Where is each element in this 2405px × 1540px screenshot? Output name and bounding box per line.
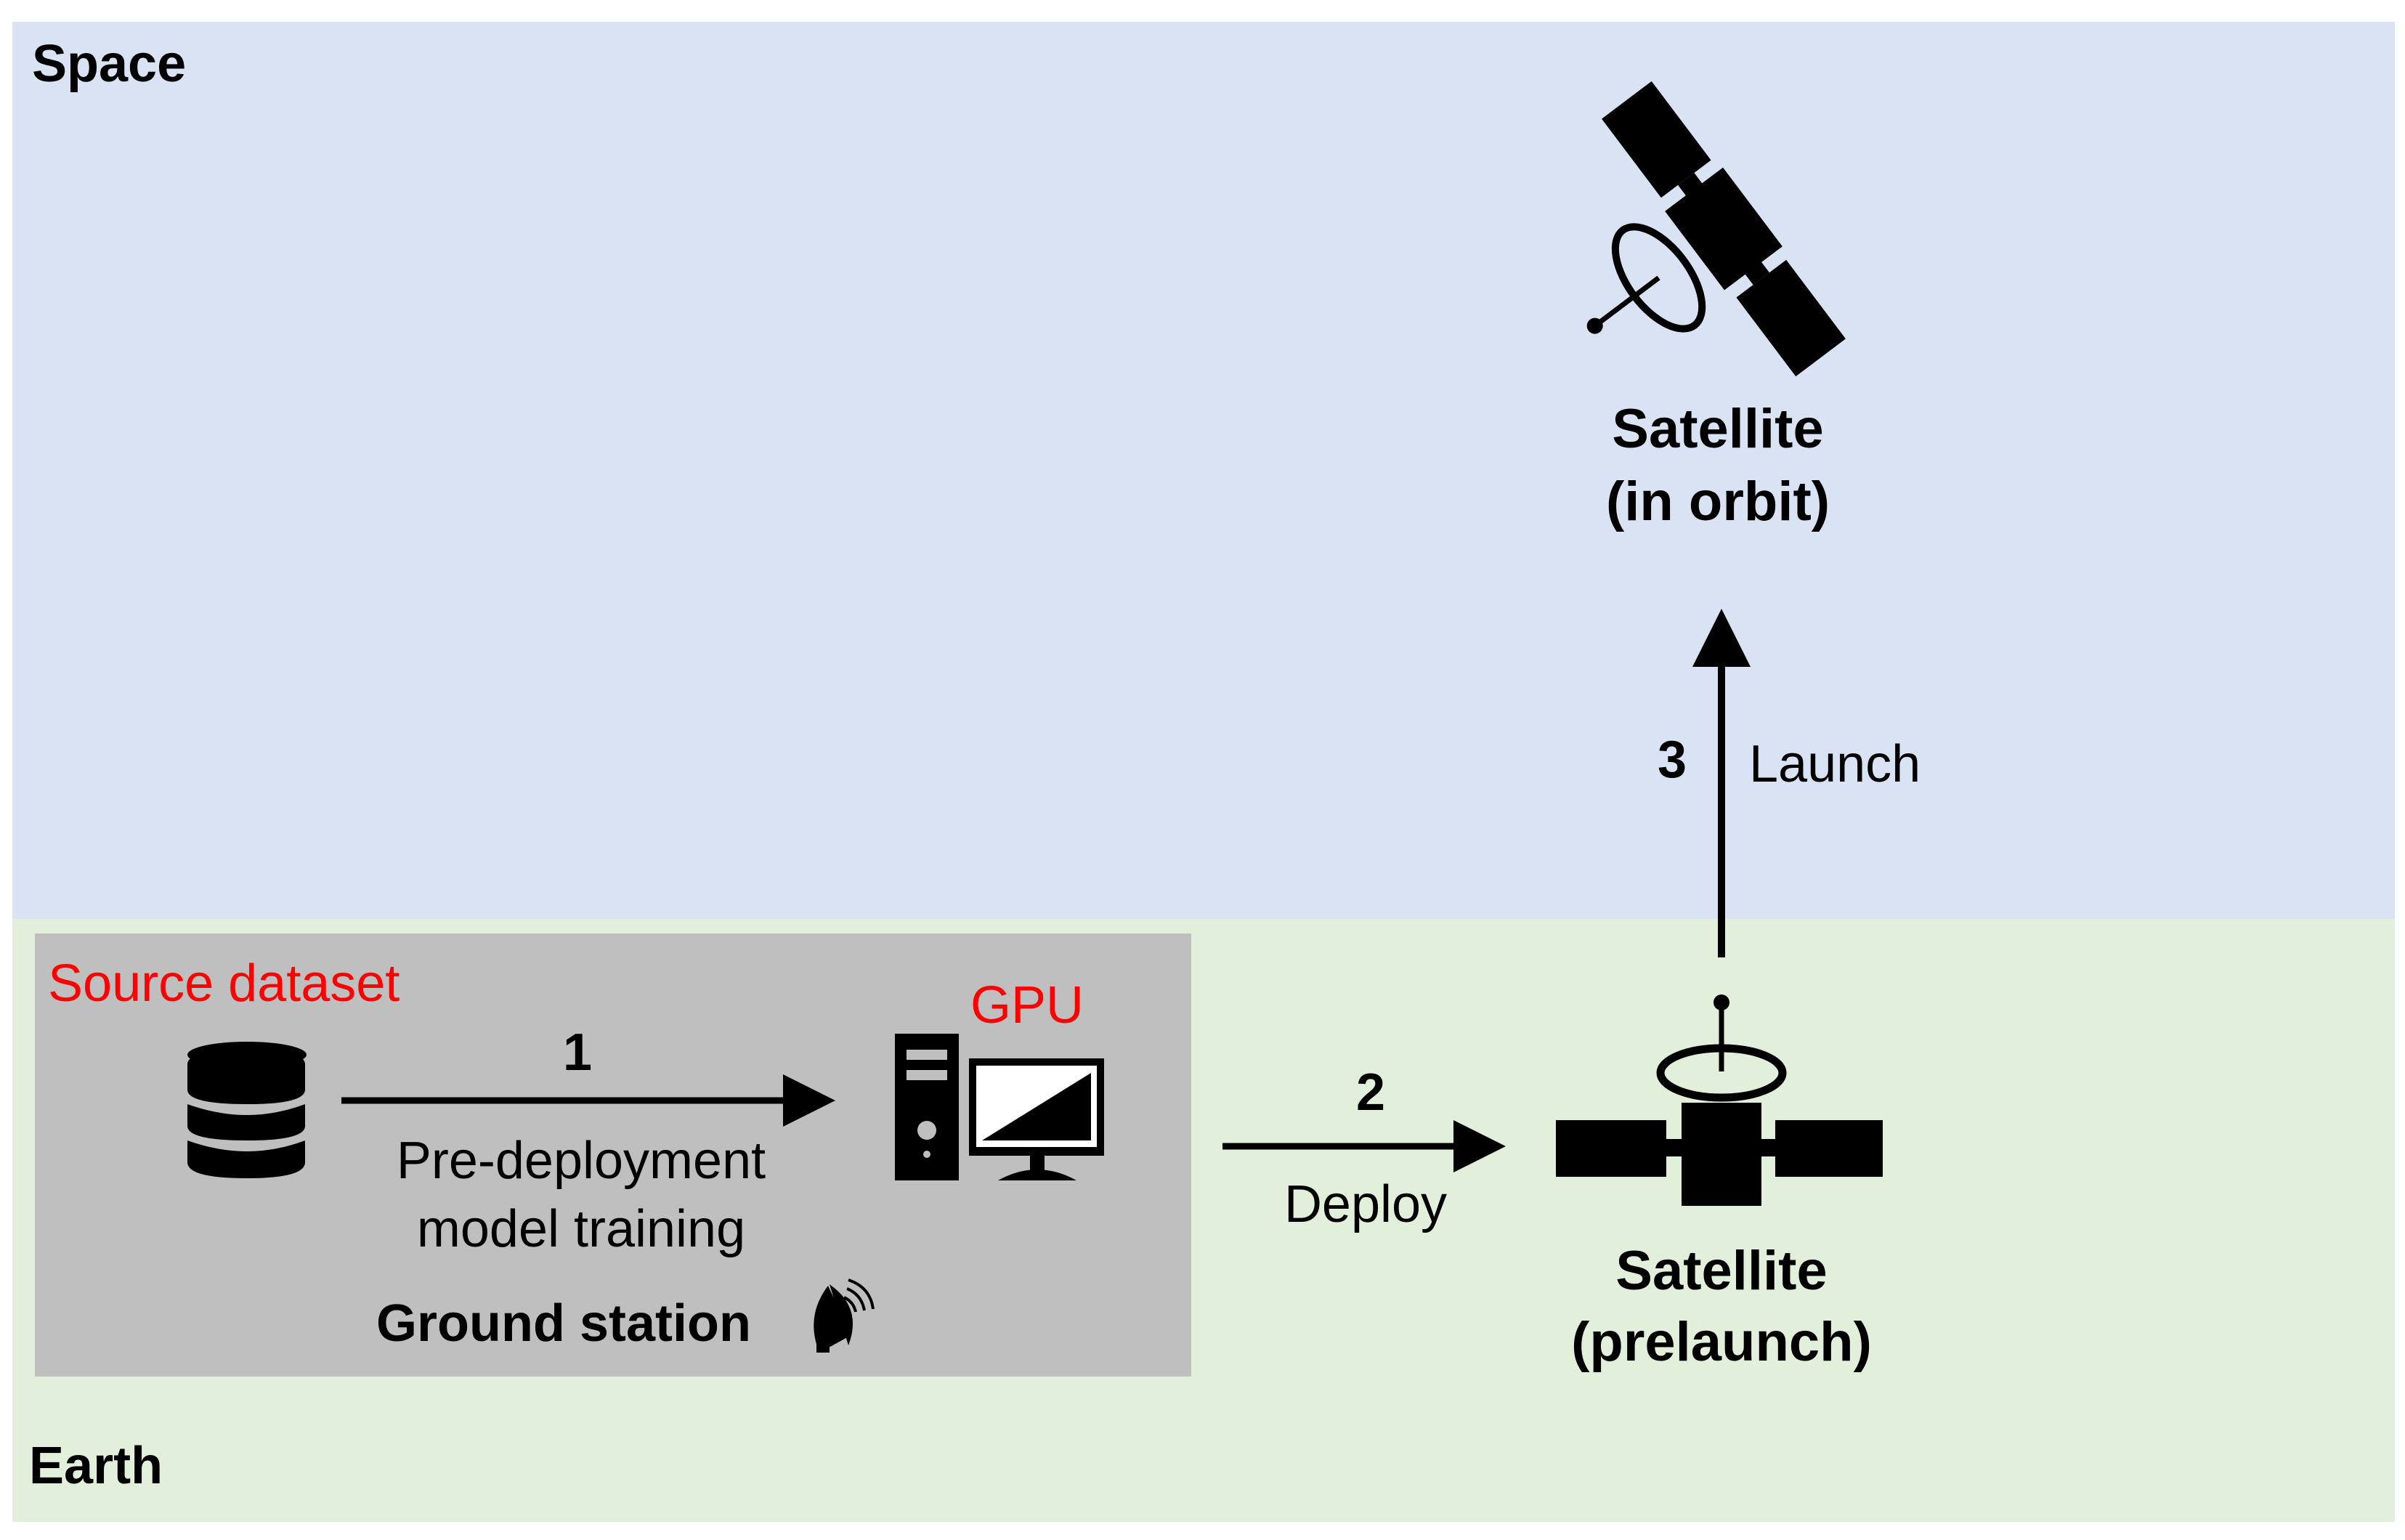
- satellite-dish-icon: [814, 1278, 875, 1353]
- space-zone: [12, 22, 2395, 919]
- desktop-computer-icon: [895, 1034, 1104, 1180]
- satellite-orbit-label-line1: Satellite: [1612, 398, 1824, 460]
- step-3-label: Launch: [1749, 735, 1921, 793]
- step-1-label-line2: model training: [416, 1200, 746, 1258]
- satellite-prelaunch-label-line1: Satellite: [1615, 1240, 1828, 1302]
- source-dataset-label: Source dataset: [48, 955, 400, 1013]
- database-icon: [187, 1042, 307, 1178]
- satellite-orbit-label-line2: (in orbit): [1605, 471, 1830, 532]
- step-1-number: 1: [562, 1024, 593, 1082]
- earth-label: Earth: [29, 1437, 163, 1495]
- ground-station-label: Ground station: [376, 1294, 751, 1353]
- gpu-label: GPU: [970, 976, 1084, 1034]
- satellite-prelaunch-label-line2: (prelaunch): [1571, 1311, 1872, 1373]
- step-2-number: 2: [1355, 1063, 1386, 1122]
- step-1-label-line1: Pre-deployment: [396, 1132, 766, 1190]
- satellite-icon: [1586, 81, 1846, 377]
- satellite-icon: [1556, 994, 1883, 1206]
- step-3-number: 3: [1658, 731, 1687, 789]
- step-2-label: Deploy: [1283, 1175, 1448, 1233]
- space-label: Space: [32, 35, 187, 93]
